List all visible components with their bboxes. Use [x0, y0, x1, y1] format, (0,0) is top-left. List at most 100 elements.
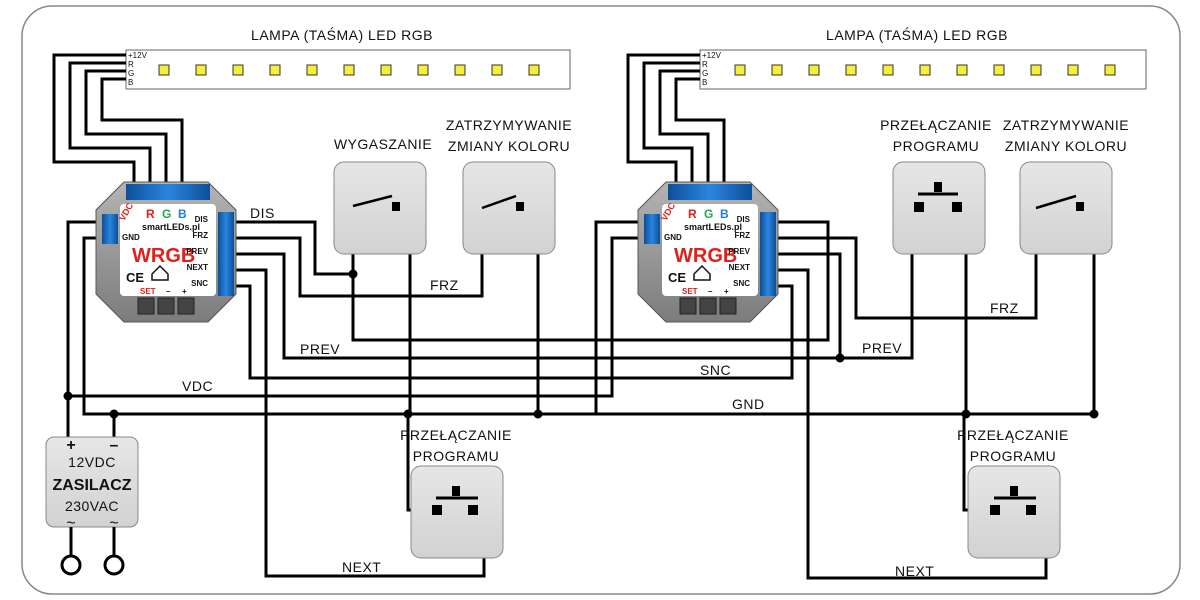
label-frz-right: FRZ [990, 300, 1019, 316]
left-ctrl-brand: smartLEDs.pl [142, 222, 200, 232]
left-strip-led-1 [158, 64, 170, 76]
left-button-label-1: PRZEŁĄCZANIE [400, 427, 512, 443]
label-frz-left: FRZ [430, 277, 459, 293]
left-ctrl-ce-mark: CE [126, 270, 144, 285]
left-ctrl-set-button[interactable] [137, 297, 155, 315]
right-strip-leds [734, 64, 1116, 76]
right-ctrl-set-button[interactable] [679, 297, 697, 315]
label-dis: DIS [250, 205, 275, 221]
right-switch-zatrzymywanie[interactable]: ZATRZYMYWANIE ZMIANY KOLORU [1003, 117, 1129, 255]
psu-ac-terminal-2[interactable] [103, 554, 125, 576]
right-strip-title: LAMPA (TAŚMA) LED RGB [826, 26, 1008, 43]
right-button-top-przelaczanie[interactable]: PRZEŁĄCZANIE PROGRAMU [880, 117, 992, 255]
left-ctrl-pin-frz: FRZ [192, 231, 208, 240]
left-button-przelaczanie[interactable]: PRZEŁĄCZANIE PROGRAMU [400, 427, 512, 559]
right-strip-led-2 [771, 64, 783, 76]
left-strip-pin-b: B [128, 78, 133, 87]
right-strip-pin-r: R [702, 60, 708, 69]
left-strip-pin-12v: +12V [128, 51, 148, 60]
left-strip-led-3 [232, 64, 244, 76]
left-strip-led-9 [454, 64, 466, 76]
right-ctrl-pin-r: R [688, 207, 697, 221]
right-strip-pin-g: G [702, 69, 708, 78]
right-ctrl-pin-dis: DIS [737, 215, 751, 224]
left-strip-pin-g: G [128, 69, 134, 78]
psu-output-label: 12VDC [68, 454, 116, 470]
right-ctrl-pin-b: B [720, 207, 729, 221]
left-ctrl-pin-snc: SNC [191, 279, 208, 288]
left-ctrl-plus-label: + [182, 287, 187, 296]
left-ctrl-minus-button[interactable] [157, 297, 175, 315]
right-strip-led-4 [845, 64, 857, 76]
left-strip-led-6 [343, 64, 355, 76]
left-ctrl-pin-prev: PREV [186, 247, 208, 256]
label-snc: SNC [700, 362, 731, 378]
right-button-top-label-1: PRZEŁĄCZANIE [880, 117, 992, 133]
right-ctrl-set-label: SET [682, 287, 698, 296]
power-supply: + – 12VDC ZASILACZ 230VAC ~ ~ [45, 436, 139, 576]
right-ctrl-pin-gnd: GND [664, 233, 682, 242]
left-ctrl-pin-dis: DIS [195, 215, 209, 224]
right-button-bottom-label-1: PRZEŁĄCZANIE [957, 427, 1069, 443]
right-switch2-label-1: ZATRZYMYWANIE [1003, 117, 1129, 133]
right-ctrl-pin-g: G [704, 207, 713, 221]
left-led-strip: LAMPA (TAŚMA) LED RGB +12V R G B [125, 26, 571, 90]
right-strip-pin-12v: +12V [702, 51, 722, 60]
left-strip-led-10 [491, 64, 503, 76]
right-ctrl-minus-label: – [708, 287, 713, 296]
right-button-bottom-przelaczanie[interactable]: PRZEŁĄCZANIE PROGRAMU [957, 427, 1069, 559]
right-button-top-label-2: PROGRAMU [893, 138, 979, 154]
left-switch2-label-2: ZMIANY KOLORU [448, 138, 570, 154]
label-next-left: NEXT [342, 559, 381, 575]
psu-minus-label: – [110, 437, 119, 454]
label-gnd: GND [732, 396, 765, 412]
left-switch1-label: WYGASZANIE [334, 136, 432, 152]
right-ctrl-plus-button[interactable] [719, 297, 737, 315]
right-button-bottom-label-2: PROGRAMU [970, 448, 1056, 464]
left-controller: VDC R G B GND smartLEDs.pl WRGB CE DIS F… [95, 181, 237, 323]
label-next-right: NEXT [895, 563, 934, 579]
right-strip-led-10 [1067, 64, 1079, 76]
left-ctrl-pin-r: R [146, 207, 155, 221]
left-strip-led-4 [269, 64, 281, 76]
right-strip-led-8 [993, 64, 1005, 76]
right-ctrl-pin-prev: PREV [728, 247, 750, 256]
left-switch-zatrzymywanie[interactable]: ZATRZYMYWANIE ZMIANY KOLORU [446, 117, 572, 255]
label-prev-left: PREV [300, 341, 340, 357]
left-strip-led-7 [380, 64, 392, 76]
left-strip-led-5 [306, 64, 318, 76]
right-strip-led-1 [734, 64, 746, 76]
label-prev-right: PREV [862, 340, 902, 356]
right-switch2-label-2: ZMIANY KOLORU [1005, 138, 1127, 154]
left-strip-led-2 [195, 64, 207, 76]
left-ctrl-pin-gnd: GND [122, 233, 140, 242]
wire-labels: DIS FRZ PREV VDC NEXT FRZ PREV SNC GND N… [182, 205, 1019, 579]
right-strip-led-9 [1030, 64, 1042, 76]
psu-ac1-label: ~ [66, 515, 75, 532]
left-switch-wygaszanie[interactable]: WYGASZANIE [333, 136, 432, 255]
right-ctrl-pin-frz: FRZ [734, 231, 750, 240]
right-ctrl-home-icon [693, 264, 711, 281]
psu-name: ZASILACZ [52, 477, 131, 494]
left-strip-led-8 [417, 64, 429, 76]
left-strip-leds [158, 64, 540, 76]
right-ctrl-brand: smartLEDs.pl [684, 222, 742, 232]
left-ctrl-home-icon [151, 264, 169, 281]
label-vdc: VDC [182, 378, 213, 394]
left-ctrl-pin-b: B [178, 207, 187, 221]
psu-ac-terminal-1[interactable] [60, 554, 82, 576]
right-led-strip: LAMPA (TAŚMA) LED RGB +12V R G B [699, 26, 1147, 90]
left-strip-title: LAMPA (TAŚMA) LED RGB [251, 26, 433, 43]
left-ctrl-pin-g: G [162, 207, 171, 221]
junction-dots [63, 269, 1099, 419]
left-ctrl-plus-button[interactable] [177, 297, 195, 315]
left-ctrl-set-label: SET [140, 287, 156, 296]
diagram-frame [21, 5, 1181, 595]
left-ctrl-minus-label: – [166, 287, 171, 296]
right-ctrl-model: WRGB [674, 245, 737, 267]
right-ctrl-plus-label: + [724, 287, 729, 296]
left-switch2-label-1: ZATRZYMYWANIE [446, 117, 572, 133]
right-ctrl-ce-mark: CE [668, 270, 686, 285]
right-ctrl-minus-button[interactable] [699, 297, 717, 315]
